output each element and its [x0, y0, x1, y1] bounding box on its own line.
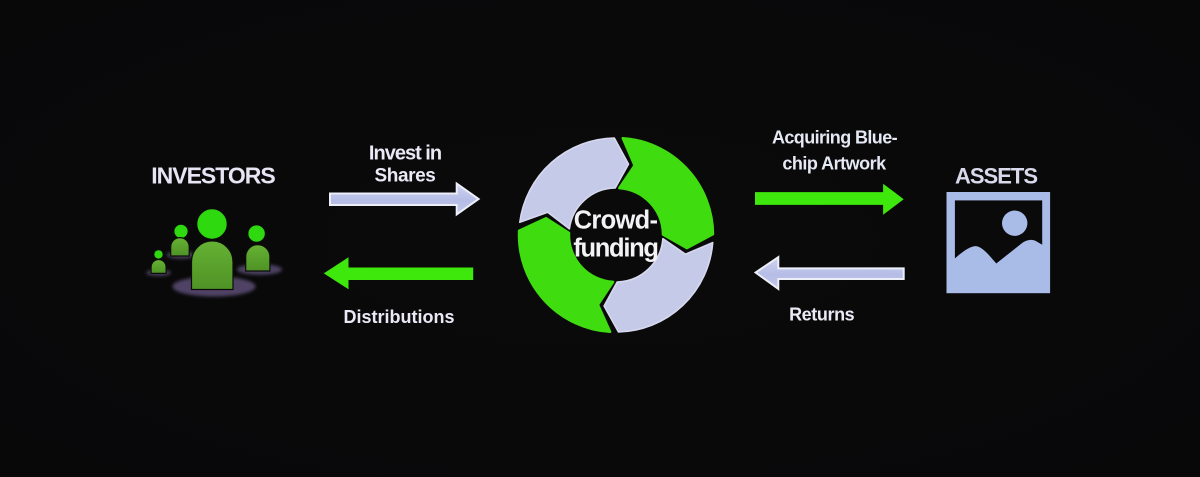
svg-text:Returns: Returns — [789, 305, 855, 325]
svg-text:Invest in: Invest in — [369, 143, 441, 165]
svg-text:INVESTORS: INVESTORS — [151, 163, 275, 189]
svg-text:Shares: Shares — [375, 166, 436, 187]
svg-text:ASSETS: ASSETS — [955, 164, 1037, 189]
svg-text:Acquiring Blue-: Acquiring Blue- — [772, 128, 898, 148]
svg-text:Distributions: Distributions — [344, 307, 455, 327]
svg-text:funding: funding — [573, 235, 657, 263]
svg-text:Crowd-: Crowd- — [574, 207, 658, 235]
svg-text:chip Artwork: chip Artwork — [782, 154, 887, 174]
